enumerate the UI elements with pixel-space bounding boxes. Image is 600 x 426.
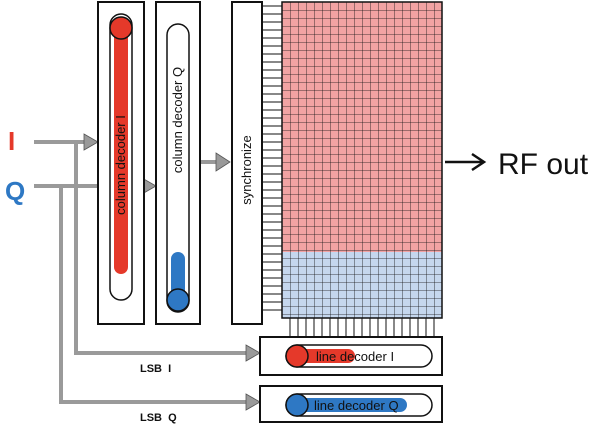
- current-cell-array: [281, 1, 443, 319]
- line-decoder-q-bulb: [285, 393, 309, 417]
- column-decoder-q-label: column decoder Q: [170, 67, 185, 173]
- lsb-q-label: LSB Q: [140, 412, 177, 424]
- sync-to-array-connections: [262, 5, 282, 311]
- rf-out-label: RF out: [498, 148, 589, 181]
- input-i-label: I: [8, 126, 15, 156]
- arrow-i-to-column-decoder: [83, 133, 99, 151]
- lsb-i-label: LSB I: [140, 363, 171, 375]
- column-decoder-i-fill: [114, 18, 128, 274]
- line-decoder-i-bulb: [285, 344, 309, 368]
- routing-arrowheads: [83, 133, 261, 411]
- line-decoder-q-block: line decoder Q: [259, 385, 443, 423]
- column-decoder-i-bulb: [109, 16, 133, 40]
- column-decoder-q-bulb: [166, 288, 190, 312]
- input-q-label: Q: [5, 176, 25, 206]
- column-decoder-i-label: column decoder I: [113, 115, 128, 215]
- arrow-lsb-q: [245, 393, 261, 411]
- line-decoder-i-fill: [295, 349, 355, 363]
- routing-lines: [34, 140, 248, 404]
- line-decoder-i-block: line decoder I: [259, 336, 443, 376]
- line-decoder-q-label: line decoder Q: [314, 398, 399, 413]
- arrow-to-synchronize: [215, 152, 231, 172]
- arrow-lsb-i: [245, 344, 261, 362]
- synchronize-label: synchronize: [239, 135, 254, 204]
- rf-out-arrow: [445, 152, 487, 172]
- line-decoder-q-fill: [295, 398, 407, 412]
- synchronize-block: synchronize: [231, 1, 263, 325]
- column-decoder-i-block: column decoder I: [97, 1, 145, 325]
- array-to-line-decoder-connections: [289, 318, 435, 337]
- column-decoder-q-block: column decoder Q: [155, 1, 201, 325]
- line-decoder-i-label: line decoder I: [316, 349, 394, 364]
- column-decoder-q-fill: [171, 252, 185, 300]
